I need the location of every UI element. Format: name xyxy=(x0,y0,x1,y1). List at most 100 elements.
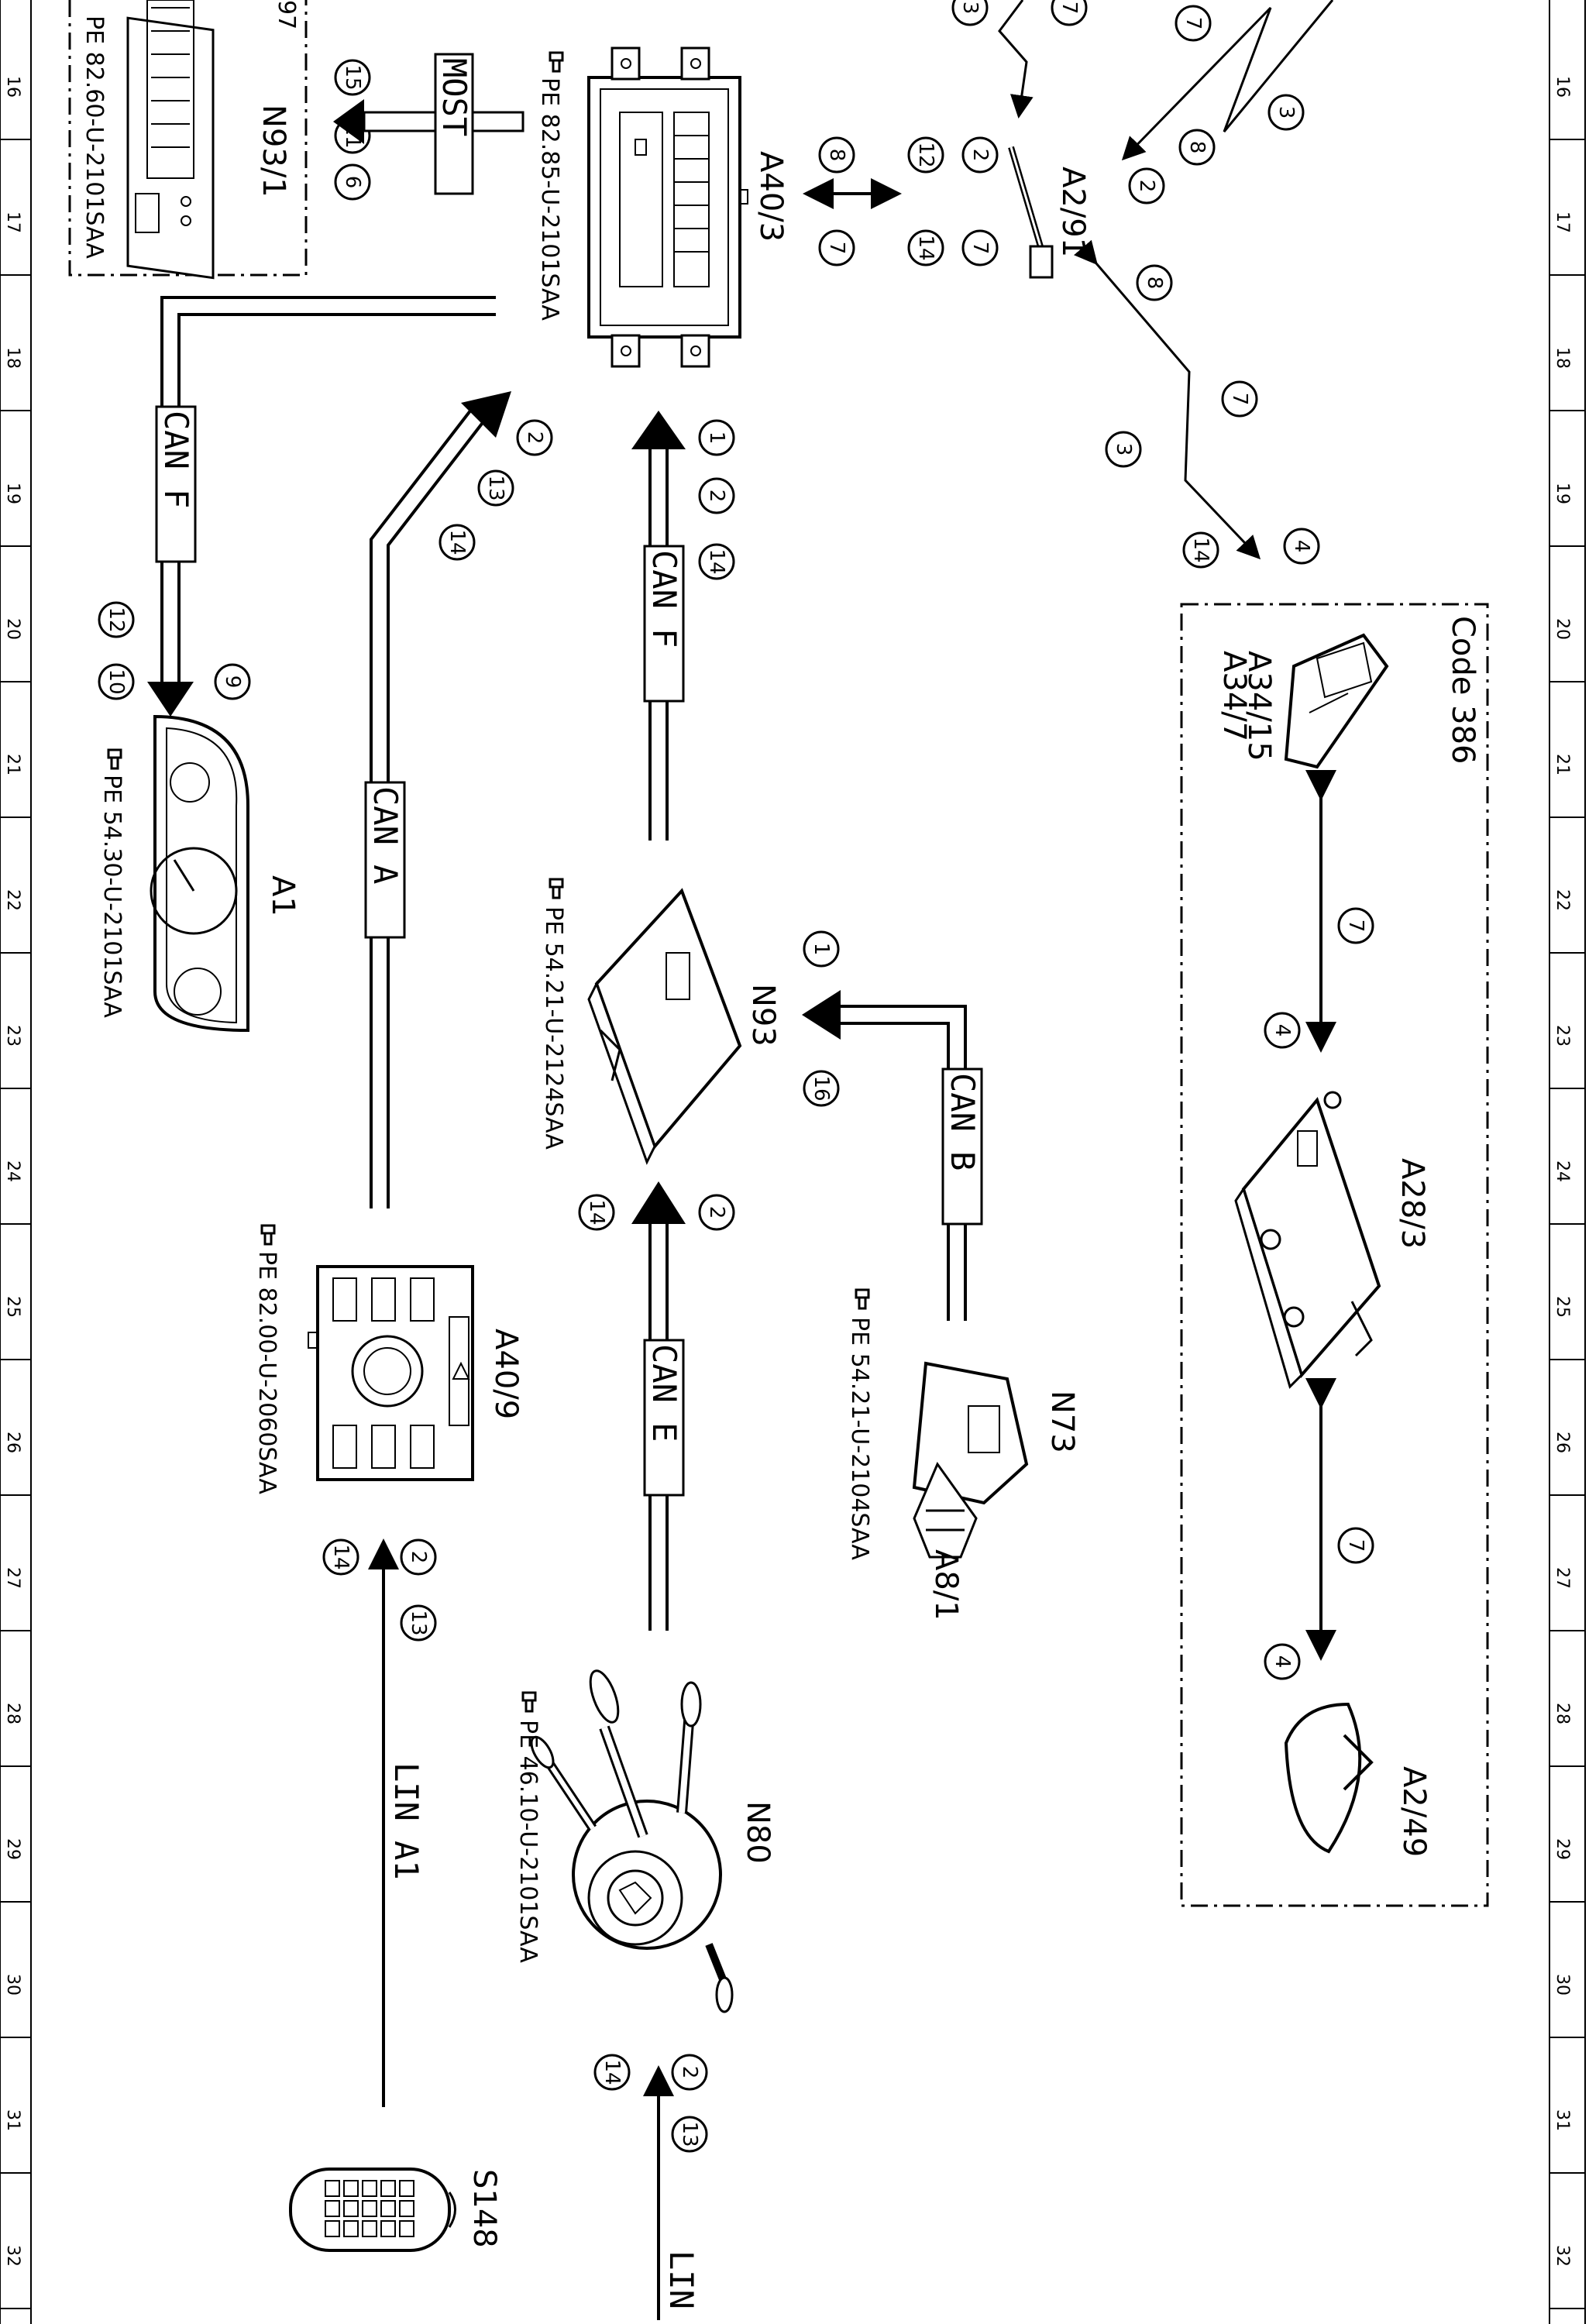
signal-number: 7 xyxy=(968,242,992,255)
signal-number: 7 xyxy=(1228,393,1251,406)
signal-circle xyxy=(439,524,476,561)
signal-number: 4 xyxy=(1271,1024,1294,1037)
ruler-mark: 32 xyxy=(3,2245,22,2267)
signal-circle xyxy=(334,59,371,96)
s148-key xyxy=(399,2220,414,2237)
signal-circle xyxy=(593,2054,631,2091)
a1-code: A1 xyxy=(265,875,301,916)
s148-key-icon xyxy=(289,2168,456,2252)
s148-key xyxy=(399,2200,414,2217)
most-bus-label: MOST xyxy=(435,58,473,136)
can-a-label: CAN A xyxy=(366,786,404,884)
ruler-mark: 21 xyxy=(1553,754,1572,775)
signal-number: 1 xyxy=(810,943,833,956)
ruler-mark: 29 xyxy=(1553,1838,1572,1860)
n93-1-ref: PE 82.60-U-2101SAA xyxy=(81,15,108,259)
s148-key xyxy=(362,2220,377,2237)
can-b-bus: CAN B xyxy=(802,990,983,1321)
n93-code: N93 xyxy=(745,984,781,1047)
signal-circle xyxy=(98,663,135,700)
signal-circle xyxy=(698,1194,735,1231)
n93-1-top-cut: 97 xyxy=(273,0,300,29)
a2-49-antenna-icon xyxy=(1284,1702,1374,1854)
signal-circle xyxy=(951,0,989,26)
signal-number: 2 xyxy=(1135,180,1158,193)
signal-number: 2 xyxy=(678,2066,701,2079)
a1-ref: PE 54.30-U-2101SAA xyxy=(98,775,126,1018)
a28-3-code: A28/3 xyxy=(1395,1158,1430,1249)
signal-number: 14 xyxy=(445,529,469,555)
signal-circle xyxy=(1128,167,1165,205)
signal-circle xyxy=(400,1538,437,1576)
signal-circle xyxy=(698,543,735,580)
signal-number: 2 xyxy=(705,1206,728,1219)
n80-steering-module-icon xyxy=(530,1669,734,2013)
signal-circle xyxy=(671,2116,708,2153)
signal-circle xyxy=(1182,531,1219,569)
code-386-box: Code 386 xyxy=(1180,603,1489,1907)
s148-code: S148 xyxy=(466,2169,502,2248)
a40-3-ref-icon xyxy=(549,51,564,73)
signal-circle xyxy=(400,1604,437,1642)
n80-ref: PE 46.10-U-2101SAA xyxy=(514,1720,542,1963)
signal-number: 3 xyxy=(1112,443,1135,456)
ruler-mark: 17 xyxy=(3,211,22,233)
ruler-mark: 20 xyxy=(1553,618,1572,640)
can-f-a1-bus: CAN F xyxy=(147,296,496,717)
signal-number: 4 xyxy=(1271,1655,1294,1669)
s148-key xyxy=(343,2200,359,2217)
signal-number: 2 xyxy=(523,431,546,445)
signal-number: 2 xyxy=(968,149,992,162)
s148-key xyxy=(343,2180,359,2197)
ruler-mark: 22 xyxy=(3,889,22,911)
s148-key xyxy=(380,2200,396,2217)
signal-circle xyxy=(334,163,371,201)
ruler-mark: 16 xyxy=(3,76,22,98)
signal-circle xyxy=(322,1538,359,1576)
n93-1-signals: 15116 xyxy=(334,59,371,201)
signal-circle xyxy=(803,930,840,968)
lin-label: LIN xyxy=(662,2250,700,2309)
s148-key xyxy=(380,2180,396,2197)
ruler-mark: 23 xyxy=(1553,1025,1572,1047)
signal-circle xyxy=(578,1194,615,1231)
a28-3-module-icon xyxy=(1234,1091,1381,1389)
signal-circle xyxy=(803,1070,840,1107)
ruler-mark: 28 xyxy=(1553,1703,1572,1724)
a34-a28-3-signals: 74 xyxy=(1264,907,1374,1049)
n73-ignition-switch-icon xyxy=(912,1361,1029,1559)
ruler-mark: 21 xyxy=(3,754,22,775)
ruler-mark: 25 xyxy=(3,1296,22,1318)
signal-number: 8 xyxy=(825,149,848,162)
ruler-mark: 25 xyxy=(1553,1296,1572,1318)
ruler-mark: 31 xyxy=(3,2109,22,2131)
top-jagged-line xyxy=(998,0,1034,119)
n80-ref-icon xyxy=(521,1691,537,1713)
signal-circle xyxy=(907,229,944,266)
n73-ref: PE 54.21-U-2104SAA xyxy=(846,1317,873,1560)
signal-circle xyxy=(907,136,944,174)
signal-number: 8 xyxy=(1143,277,1166,290)
a8-1-code: A8/1 xyxy=(928,1549,964,1621)
code-386-label: Code 386 xyxy=(1445,616,1481,764)
a34-15-code: A34/15 xyxy=(1241,651,1277,761)
signal-number: 15 xyxy=(341,64,364,90)
signal-number: 14 xyxy=(914,235,937,260)
a40-9-ref: PE 82.00-U-2060SAA xyxy=(253,1251,280,1494)
can-e-bus: CAN E xyxy=(631,1181,686,1631)
ruler-mark: 19 xyxy=(3,483,22,504)
signal-number: 14 xyxy=(1189,537,1212,562)
signal-number: 13 xyxy=(484,475,507,500)
s148-key xyxy=(362,2180,377,2197)
signal-circle xyxy=(961,229,999,266)
can-f-n93-bus: CAN F xyxy=(631,411,686,841)
signal-circle xyxy=(477,469,514,507)
a2-91-code: A2/91 xyxy=(1055,167,1091,257)
n80-code: N80 xyxy=(740,1801,776,1864)
lin-a1-label: LIN A1 xyxy=(387,1762,425,1880)
n73-code: N73 xyxy=(1044,1391,1080,1453)
signal-circle xyxy=(214,663,251,700)
